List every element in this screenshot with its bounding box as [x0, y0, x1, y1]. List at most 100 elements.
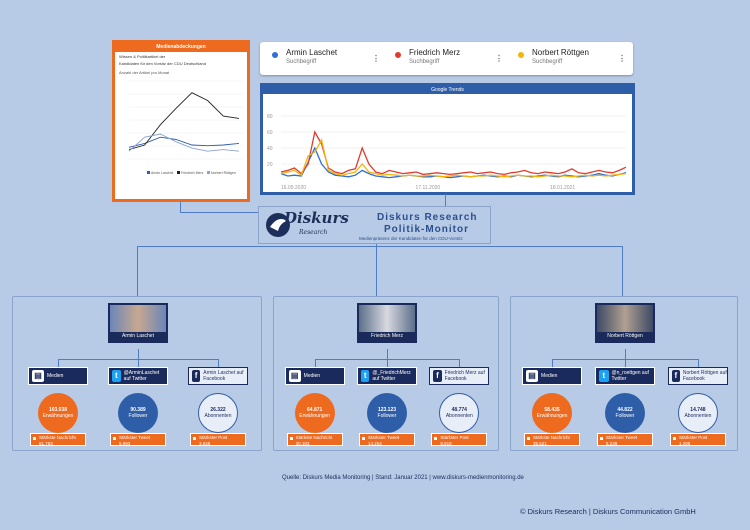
- y-tick-label: 40: [267, 146, 273, 152]
- connector: [697, 359, 699, 367]
- media-series-1: [128, 92, 240, 151]
- stat-value: 30.183: [295, 440, 310, 446]
- newspaper-icon: ▤: [526, 370, 539, 382]
- media-coverage-card: Medienabdeckungen Wissen & Politikartike…: [112, 40, 250, 202]
- legend-name: Armin Laschet: [286, 48, 338, 57]
- candidate-panel-laschet: Armin Laschet ▤ Medien t @ArminLaschet a…: [12, 296, 262, 451]
- legend-item-roettgen[interactable]: Norbert Röttgen Suchbegriff ⋮: [518, 48, 628, 72]
- connector: [137, 246, 138, 302]
- strongest-news-stat: Stärkste Nachricht 30.183: [286, 433, 343, 446]
- bullet-icon: [600, 437, 603, 440]
- connector: [137, 246, 622, 247]
- kebab-menu-icon[interactable]: ⋮: [495, 54, 503, 63]
- facebook-label: Armin Laschet auf Facebook: [203, 370, 244, 382]
- connector: [138, 359, 139, 367]
- copyright: © Diskurs Research | Diskurs Communicati…: [520, 507, 696, 516]
- media-unit: Erwähnungen: [536, 413, 568, 419]
- media-value: 103.038: [48, 407, 68, 413]
- legend-label: Friedrich Merz: [181, 171, 204, 175]
- y-tick-label: 20: [267, 162, 273, 168]
- legend-type: Suchbegriff: [532, 59, 563, 65]
- media-mentions-circle: 103.038 Erwähnungen: [38, 393, 78, 433]
- twitter-label: @n_roettgen auf Twitter: [611, 370, 649, 382]
- connector: [376, 244, 377, 296]
- connector: [625, 349, 626, 359]
- y-tick-label: 80: [267, 114, 273, 120]
- facebook-subscribers-circle: 26.322 Abonnenten: [198, 393, 238, 433]
- connector: [552, 359, 698, 360]
- bullet-icon: [193, 437, 196, 440]
- logo-script: Research: [299, 229, 328, 236]
- legend-item-laschet[interactable]: Armin Laschet Suchbegriff ⋮: [272, 48, 382, 72]
- strongest-post-stat: Stärkster Post 1.298: [669, 433, 726, 446]
- legend-dot-laschet: [272, 52, 278, 58]
- portrait-image: [597, 305, 653, 332]
- stat-label: Stärkster Tweet: [606, 435, 638, 440]
- x-tick-label: 16.09.2020: [281, 185, 306, 191]
- x-tick-label: 17.11.2020: [416, 185, 441, 191]
- connector: [314, 359, 460, 360]
- google-trends-card: Google Trends 80 60 40 20 16.09.2020 17.11.20…: [260, 83, 635, 195]
- y-tick-label: 60: [267, 130, 273, 136]
- media-value: 64.871: [307, 407, 323, 413]
- legend-swatch: [207, 171, 210, 174]
- bullet-icon: [113, 437, 116, 440]
- media-unit: Erwähnungen: [299, 413, 331, 419]
- stat-label: Stärkste Nachricht: [39, 435, 76, 440]
- twitter-value: 123.123: [377, 407, 397, 413]
- bullet-icon: [672, 437, 676, 440]
- legend-label: Norbert Röttgen: [211, 171, 236, 175]
- stat-label: Stärkste Nachricht: [533, 435, 570, 440]
- newspaper-icon: ▤: [32, 370, 44, 382]
- candidate-name: Friedrich Merz: [359, 332, 415, 341]
- footer-source: Quelle: Diskurs Media Monitoring | Stand…: [282, 475, 524, 481]
- portrait-image: [359, 305, 415, 332]
- stat-value: 61.783: [39, 440, 53, 446]
- bullet-icon: [527, 437, 531, 440]
- media-unit: Erwähnungen: [42, 413, 74, 419]
- strongest-news-stat: Stärkste Nachricht 35.521: [524, 433, 581, 446]
- logo-title-1: Diskurs Research: [377, 212, 478, 223]
- facebook-source-box: f Armin Laschet auf Facebook: [188, 367, 248, 385]
- stat-value: 35.521: [533, 440, 547, 446]
- facebook-value: 14.748: [690, 407, 706, 413]
- facebook-subscribers-circle: 48.774 Abonnenten: [439, 393, 480, 433]
- connector: [180, 212, 258, 213]
- media-value: 58.435: [544, 407, 560, 413]
- stat-value: 1.298: [678, 440, 691, 446]
- kebab-menu-icon[interactable]: ⋮: [618, 54, 626, 63]
- twitter-icon: t: [112, 370, 121, 382]
- stat-value: 8.818: [440, 440, 452, 446]
- trends-header: Google Trends: [263, 86, 632, 94]
- newspaper-icon: ▤: [288, 370, 301, 382]
- candidate-panel-merz: Friedrich Merz ▤ Medien t @_FriedrichMer…: [273, 296, 499, 451]
- kebab-menu-icon[interactable]: ⋮: [372, 54, 380, 63]
- media-card-subtitle-2: Kandidaten für den Vorsitz der CDU Deuts…: [119, 61, 206, 66]
- legend-item-merz[interactable]: Friedrich Merz Suchbegriff ⋮: [395, 48, 505, 72]
- media-series-0: [128, 136, 240, 148]
- twitter-source-box: t @ArminLaschet auf Twitter: [108, 367, 168, 385]
- twitter-followers-circle: 90.389 Follower: [118, 393, 158, 433]
- legend-type: Suchbegriff: [409, 59, 440, 65]
- media-label: Medien: [303, 373, 321, 379]
- search-terms-legend: Armin Laschet Suchbegriff ⋮ Friedrich Me…: [260, 42, 633, 75]
- stat-value: 3.646: [199, 440, 211, 446]
- connector: [387, 359, 388, 367]
- trends-series-0: [280, 146, 627, 179]
- twitter-icon: t: [599, 370, 609, 382]
- logo-subtitle: Medienpräsenz der Kandidaten für den CDU…: [359, 236, 463, 241]
- bullet-icon: [289, 437, 293, 440]
- facebook-icon: f: [671, 370, 680, 382]
- media-source-box: ▤ Medien: [28, 367, 88, 385]
- legend-swatch: [177, 171, 180, 174]
- stat-value: 5.993: [119, 440, 131, 446]
- media-card-header: Medienabdeckungen: [115, 43, 247, 52]
- bullet-icon: [362, 437, 365, 440]
- strongest-post-stat: Stärkster Post 8.818: [431, 433, 488, 446]
- legend-dot-roettgen: [518, 52, 524, 58]
- connector: [218, 359, 219, 367]
- twitter-followers-circle: 44.822 Follower: [605, 393, 645, 433]
- facebook-unit: Abonnenten: [204, 413, 232, 419]
